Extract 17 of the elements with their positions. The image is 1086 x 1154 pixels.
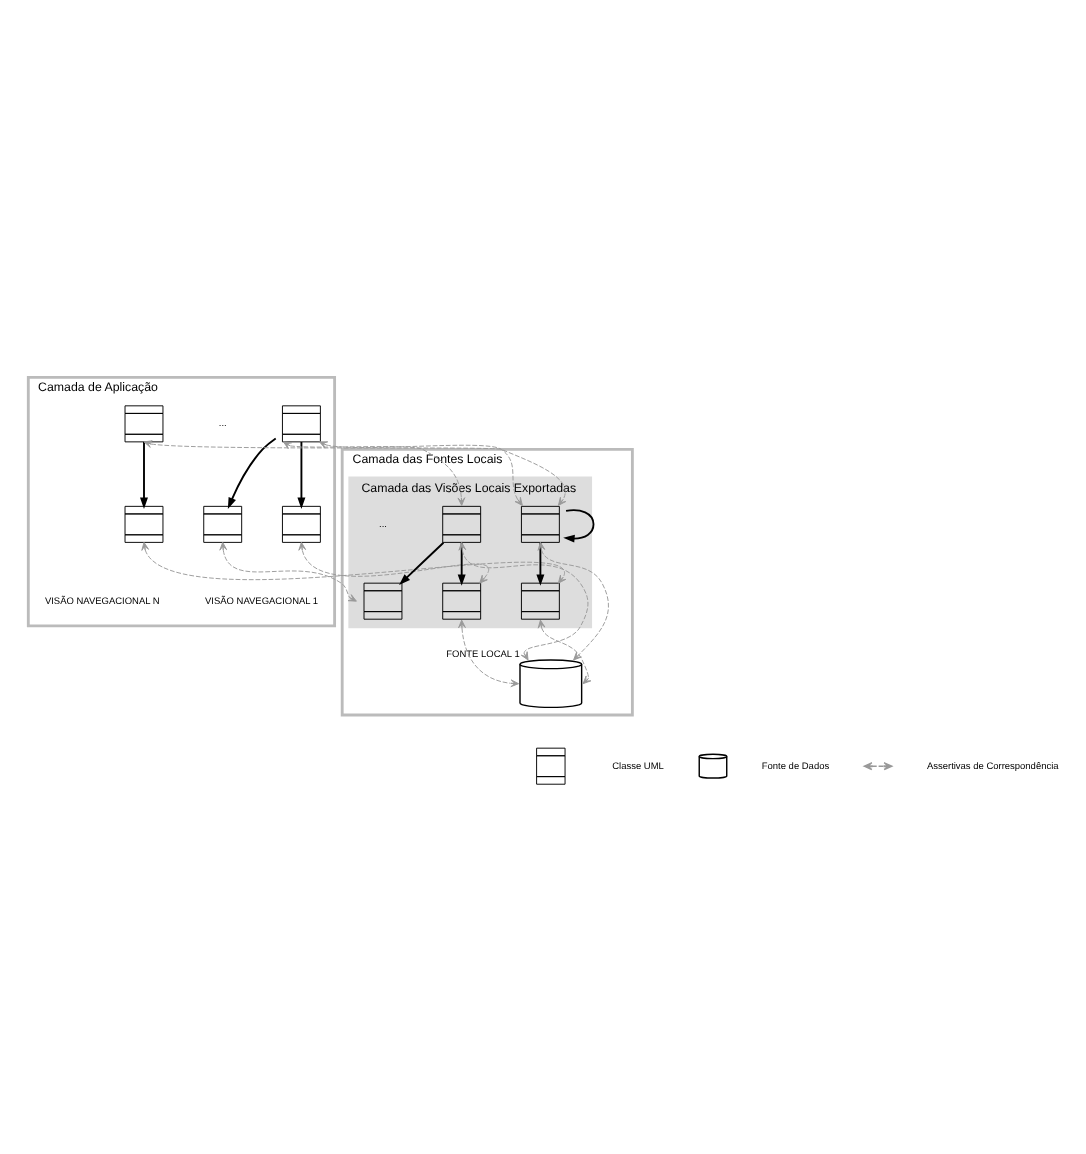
arrow [537, 541, 609, 661]
arrow [140, 441, 148, 509]
arrow [458, 619, 520, 688]
arrow [141, 541, 567, 584]
arrow [399, 541, 445, 585]
arrow [458, 541, 589, 661]
arrow [563, 509, 595, 543]
arrow [143, 440, 567, 506]
arrow [282, 441, 466, 506]
arrow [298, 541, 490, 584]
arrow [297, 441, 306, 509]
arrow [227, 437, 277, 509]
arrow [537, 619, 592, 685]
arrow [318, 441, 523, 506]
arrow [536, 541, 545, 586]
arrow [457, 541, 466, 586]
arrow [219, 541, 357, 602]
